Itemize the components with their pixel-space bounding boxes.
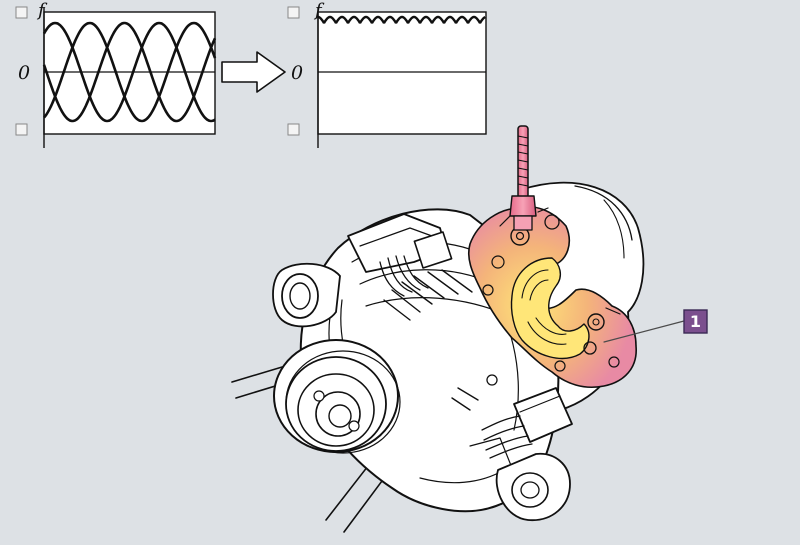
lower-mount-ear	[495, 452, 571, 521]
upper-wiring	[379, 255, 429, 297]
right-graph: f 0	[287, 0, 487, 148]
right-bottom-checkbox[interactable]	[287, 123, 300, 136]
lower-connector	[481, 387, 573, 459]
rectifier-core	[510, 257, 590, 360]
right-zero-label: 0	[291, 62, 303, 84]
threaded-stud	[509, 125, 537, 231]
right-top-checkbox[interactable]	[287, 6, 300, 19]
callout-box[interactable]	[683, 309, 708, 334]
highlighted-rectifier	[467, 206, 637, 388]
right-ripple-line	[317, 15, 486, 24]
left-bottom-checkbox[interactable]	[15, 123, 28, 136]
pulley	[273, 339, 401, 454]
transform-arrow-icon	[221, 51, 286, 93]
callout-leader-line	[603, 320, 685, 343]
callout-number: 1	[690, 312, 701, 331]
rectifier-body	[467, 206, 637, 388]
alternator-illustration	[231, 125, 685, 533]
phase-wave-2	[42, 21, 217, 123]
left-graph: f 0	[15, 0, 217, 148]
callout-badge[interactable]: 1	[683, 309, 708, 334]
cooling-fins	[383, 269, 479, 411]
left-waves	[42, 21, 217, 123]
left-top-checkbox[interactable]	[15, 6, 28, 19]
right-graph-frame	[317, 11, 487, 135]
left-zero-label: 0	[18, 62, 30, 84]
left-graph-frame	[43, 11, 216, 135]
phase-wave-3	[43, 21, 217, 123]
left-mount-ear	[272, 262, 341, 328]
